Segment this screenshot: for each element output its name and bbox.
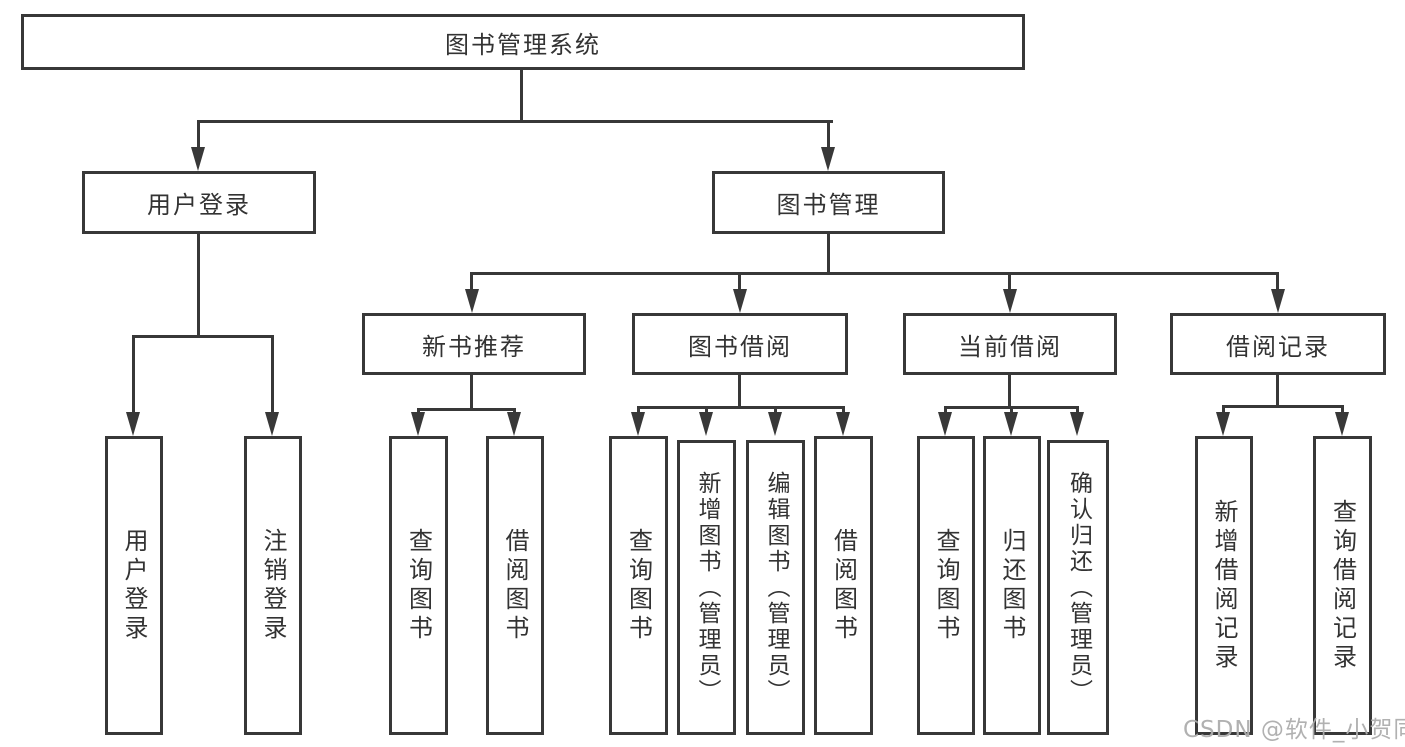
connector-records-drop-2 [1341,405,1344,413]
connector-root-drop-right [827,120,830,150]
connector-bookmgmt-stem [827,234,830,272]
node-book-mgmt: 图书管理 [712,171,945,234]
arrow-bookborrow-leaf-4 [836,412,850,436]
leaf-user-login: 用户登录 [105,436,163,735]
arrow-bookborrow-leaf-3 [768,412,782,436]
connector-current-drop-2 [1010,406,1013,413]
connector-bookborrow-drop-2 [705,406,708,413]
connector-newrec-rail [417,408,516,411]
arrow-to-leaf-logout [265,412,279,436]
arrow-current-leaf-1 [938,412,952,436]
arrow-newrec-leaf-2 [507,412,521,436]
connector-bookborrow-drop-1 [637,406,640,413]
leaf-current-query-book: 查询图书 [917,436,975,735]
connector-current-drop-3 [1076,406,1079,413]
arrow-to-current-borrow [1003,289,1017,313]
arrow-to-leaf-login [126,412,140,436]
connector-bookborrow-stem [738,375,741,406]
leaf-query-borrow-record: 查询借阅记录 [1313,436,1372,735]
leaf-newrec-query-book: 查询图书 [389,436,448,735]
csdn-watermark: CSDN @软件_小贺同学 [1183,717,1405,743]
connector-current-drop-1 [944,406,947,413]
leaf-borrow-borrow-book: 借阅图书 [814,436,873,735]
connector-root-drop-left [197,120,200,150]
connector-bookmgmt-drop-2 [738,272,741,290]
arrow-to-new-rec [465,289,479,313]
leaf-newrec-borrow-book: 借阅图书 [486,436,544,735]
connector-bookborrow-rail [637,406,844,409]
arrow-to-user-login [191,147,205,171]
arrow-bookborrow-leaf-1 [631,412,645,436]
node-book-borrow: 图书借阅 [632,313,848,375]
node-borrow-records: 借阅记录 [1170,313,1386,375]
leaf-add-book-admin: 新增图书（管理员） [677,440,736,735]
connector-userlogin-drop-2 [271,335,274,414]
connector-bookmgmt-drop-4 [1276,272,1279,290]
connector-newrec-drop-1 [417,408,420,415]
arrow-records-leaf-2 [1335,412,1349,436]
arrow-records-leaf-1 [1216,412,1230,436]
connector-userlogin-stem [197,234,200,335]
arrow-to-borrow-records [1271,289,1285,313]
arrow-bookborrow-leaf-2 [699,412,713,436]
leaf-edit-book-admin: 编辑图书（管理员） [746,440,805,735]
connector-records-rail [1222,405,1343,408]
node-new-book-rec: 新书推荐 [362,313,586,375]
connector-bookborrow-drop-3 [774,406,777,413]
leaf-confirm-return-admin: 确认归还（管理员） [1047,440,1109,735]
connector-bookmgmt-drop-1 [470,272,473,290]
connector-newrec-drop-2 [513,408,516,415]
arrow-to-book-mgmt [821,147,835,171]
connector-current-stem [1008,375,1011,406]
leaf-logout: 注销登录 [244,436,302,735]
arrow-current-leaf-3 [1070,412,1084,436]
leaf-borrow-query-book: 查询图书 [609,436,668,735]
arrow-newrec-leaf-1 [411,412,425,436]
node-root: 图书管理系统 [21,14,1025,70]
connector-bookmgmt-drop-3 [1008,272,1011,290]
node-current-borrow: 当前借阅 [903,313,1117,375]
arrow-current-leaf-2 [1004,412,1018,436]
leaf-add-borrow-record: 新增借阅记录 [1195,436,1253,735]
connector-records-stem [1276,375,1279,405]
connector-bookmgmt-rail [470,272,1279,275]
connector-records-drop-1 [1222,405,1225,413]
connector-userlogin-drop-1 [132,335,135,414]
connector-userlogin-rail [132,335,274,338]
arrow-to-book-borrow [733,289,747,313]
node-user-login: 用户登录 [82,171,316,234]
leaf-return-book: 归还图书 [983,436,1041,735]
connector-root-rail [197,120,833,123]
connector-bookborrow-drop-4 [842,406,845,413]
connector-root-stem [520,69,523,120]
connector-newrec-stem [470,375,473,408]
